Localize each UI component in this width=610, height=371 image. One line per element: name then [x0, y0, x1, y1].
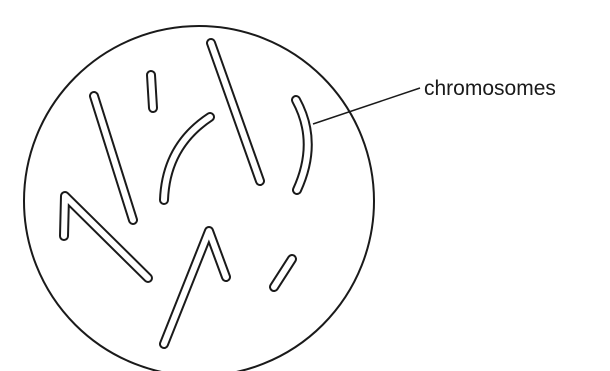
chromosome [274, 259, 292, 287]
chromosome-group [64, 43, 308, 344]
chromosomes-label: chromosomes [424, 77, 556, 100]
chromosome [211, 43, 260, 181]
chromosome [94, 96, 133, 220]
label-leader-line [313, 88, 420, 124]
chromosome [296, 100, 308, 190]
chromosome [64, 196, 148, 278]
chromosome [164, 231, 226, 344]
chromosome [151, 75, 153, 108]
cell-outline [24, 26, 374, 371]
chromosome [164, 117, 210, 200]
